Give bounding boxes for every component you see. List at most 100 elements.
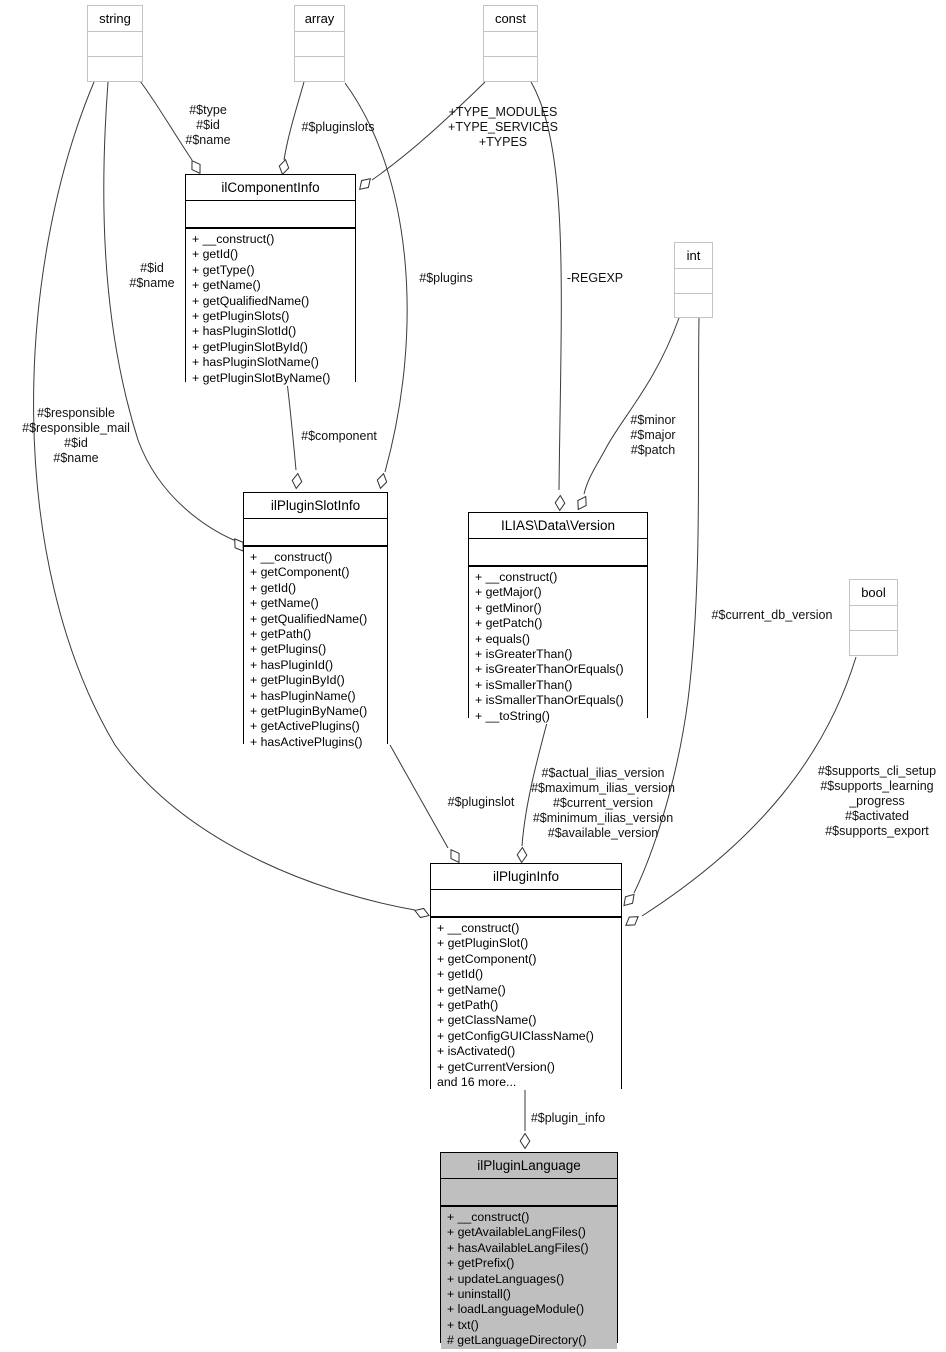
text-line: #$available_version [547,826,659,840]
text-line: #$supports_cli_setup [817,764,937,778]
edge-bool-to-ilplugininfo [641,656,857,917]
text-line: + isActivated() [437,1044,516,1059]
class-node-ilpluginslotinfo[interactable]: ilPluginSlotInfo + __construct()+ getCom… [243,492,388,751]
aggregation-diamond [516,846,528,864]
text-line: + getId() [250,580,297,595]
type-empty-compartment [88,32,142,57]
text-line: + isSmallerThan() [475,677,573,692]
text-line: + getActivePlugins() [250,719,360,734]
class-methods-compartment: + __construct()+ getPluginSlot()+ getCom… [431,918,621,1091]
type-empty-compartment [850,631,897,655]
text-line: + __toString() [475,708,550,723]
type-empty-compartment [484,57,537,81]
aggregation-diamond [278,158,290,176]
type-node-string: string [87,5,143,82]
text-line: #$patch [630,443,676,457]
text-line: + getPluginById() [250,673,345,688]
type-node-int: int [674,242,713,318]
class-attributes-compartment [186,201,355,229]
text-line: + loadLanguageModule() [447,1302,585,1317]
type-label: int [675,243,712,269]
edge-const-to-ilcomponentinfo [371,81,486,181]
text-line: +TYPE_SERVICES [448,120,558,134]
type-empty-compartment [675,294,712,318]
class-title: ILIAS\Data\Version [469,513,647,539]
class-methods-compartment: + __construct()+ getMajor()+ getMinor()+… [469,567,647,725]
text-line: + getPluginSlots() [192,309,290,324]
edge-array-to-ilcomponentinfo [283,81,305,161]
class-title: ilPluginSlotInfo [244,493,387,519]
aggregation-diamond [625,916,639,926]
edge-label-array-slot: #$plugins [419,271,473,286]
text-line: + hasPluginSlotId() [192,324,297,339]
text-line: + __construct() [475,570,558,584]
text-line: + getName() [192,278,261,293]
edge-string-to-ilplugininfo [33,81,416,911]
text-line: +TYPE_MODULES [448,105,558,119]
text-line: + isGreaterThanOrEquals() [475,662,624,677]
type-empty-compartment [88,57,142,81]
text-line: +TYPES [478,135,528,149]
edge-int-to-version [583,317,680,495]
class-attributes-compartment [469,539,647,567]
text-line: #$minor [630,413,676,427]
text-line: #$pluginslots [301,120,375,134]
text-line: #$name [53,451,99,465]
class-node-ilias-data-version[interactable]: ILIAS\Data\Version + __construct()+ getM… [468,512,648,725]
edge-label-const-component: +TYPE_MODULES+TYPE_SERVICES+TYPES [448,105,558,150]
edge-string-to-ilcomponentinfo [139,80,193,161]
edge-label-array-component: #$pluginslots [302,120,375,135]
text-line: #$plugins [419,271,473,285]
edge-label-int-plugin: #$current_db_version [712,608,833,623]
text-line: #$id [140,261,164,275]
text-line: + uninstall() [447,1287,511,1302]
class-node-ilcomponentinfo[interactable]: ilComponentInfo + __construct()+ getId()… [185,174,356,387]
text-line: + getPrefix() [447,1256,515,1271]
text-line: #$name [129,276,175,290]
aggregation-diamond [450,848,460,864]
type-label: bool [850,580,897,606]
class-attributes-compartment [441,1179,617,1207]
text-line: + __construct() [250,550,333,564]
aggregation-diamond [191,159,201,175]
edge-label-string-slot: #$id#$name [129,261,174,291]
text-line: + getId() [192,247,239,262]
edge-label-version-plugin: #$actual_ilias_version#$maximum_ilias_ve… [531,766,675,841]
aggregation-diamond [519,1132,531,1150]
edge-string-to-ilpluginslotinfo [103,81,237,542]
edge-array-to-ilpluginslotinfo [344,82,408,473]
text-line: + getCurrentVersion() [437,1059,555,1074]
text-line: # getLanguageDirectory() [447,1333,587,1348]
text-line: + getPluginSlotByName() [192,370,331,385]
edge-const-to-version [530,81,562,491]
text-line: + hasPluginName() [250,688,356,703]
text-line: #$current_version [552,796,654,810]
edge-label-slot-plugin: #$pluginslot [448,795,515,810]
aggregation-diamond [554,494,566,512]
class-title: ilComponentInfo [186,175,355,201]
text-line: #$maximum_ilias_version [531,781,675,795]
text-line: + getName() [437,982,506,997]
text-line: + hasActivePlugins() [250,734,363,749]
text-line: + getMajor() [475,585,542,600]
class-methods-compartment: + __construct()+ getId()+ getType()+ get… [186,229,355,387]
class-node-ilplugininfo[interactable]: ilPluginInfo + __construct()+ getPluginS… [430,863,622,1091]
edge-int-to-ilplugininfo [633,317,700,894]
edge-label-string-plugin: #$responsible#$responsible_mail#$id#$nam… [22,406,130,466]
edge-ilcomponentinfo-to-ilpluginslotinfo [286,381,297,471]
type-node-bool: bool [849,579,898,656]
class-methods-compartment: + __construct()+ getComponent()+ getId()… [244,547,387,751]
text-line: + getComponent() [437,951,537,966]
text-line: + txt() [447,1317,479,1332]
text-line: + getQualifiedName() [250,611,368,626]
aggregation-diamond [291,472,303,490]
edge-label-int-version: #$minor#$major#$patch [630,413,675,458]
text-line: + hasAvailableLangFiles() [447,1240,589,1255]
edge-version-to-ilplugininfo [521,718,549,847]
text-line: #$supports_export [825,824,929,838]
text-line: #$pluginslot [447,795,515,809]
text-line: + getAvailableLangFiles() [447,1225,586,1240]
text-line: #$type [189,103,227,117]
edge-ilpluginslotinfo-to-ilplugininfo [389,744,449,849]
class-title: ilPluginInfo [431,864,621,890]
